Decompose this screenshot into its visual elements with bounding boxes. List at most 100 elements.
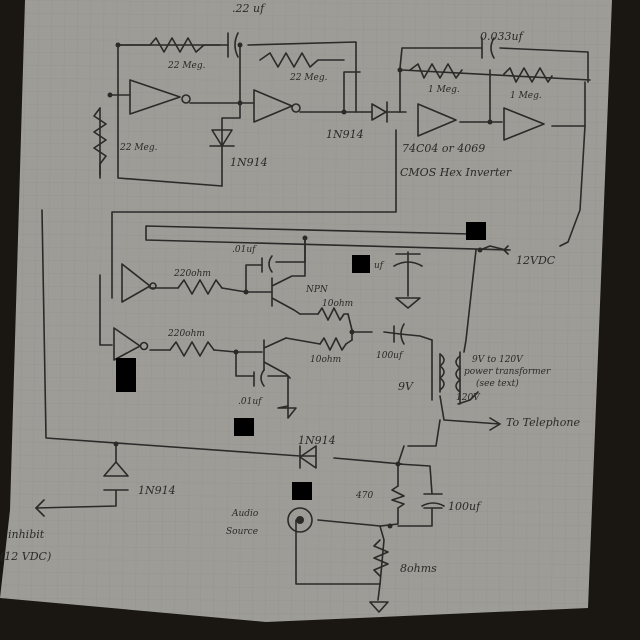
grid-line bbox=[0, 246, 612, 254]
grid-line bbox=[121, 0, 131, 622]
grid-line bbox=[147, 0, 157, 622]
label-diode-c: 1N914 bbox=[298, 434, 336, 447]
redaction-box bbox=[466, 222, 486, 240]
grid-line bbox=[0, 428, 612, 436]
grid-line bbox=[0, 363, 612, 371]
grid-line bbox=[498, 0, 508, 622]
label-supply: 12VDC bbox=[516, 254, 556, 267]
grid-line bbox=[0, 25, 612, 33]
label-cap-01-b: .01uf bbox=[238, 397, 263, 407]
grid-line bbox=[238, 0, 248, 622]
grid-line bbox=[511, 0, 521, 622]
label-inhibit-2: (12 VDC) bbox=[0, 550, 51, 563]
grid-line bbox=[0, 415, 612, 423]
grid-line bbox=[0, 155, 612, 163]
grid-line bbox=[0, 181, 612, 189]
grid-line bbox=[342, 0, 352, 622]
label-transformer-1: 9V to 120V bbox=[472, 355, 524, 365]
label-res-22meg-a: 22 Meg. bbox=[167, 61, 206, 71]
label-tap-9v: 9V bbox=[398, 380, 414, 393]
grid-line bbox=[0, 454, 612, 462]
grid-line bbox=[0, 259, 612, 267]
grid-line bbox=[0, 51, 612, 59]
grid-line bbox=[329, 0, 339, 622]
grid-line bbox=[0, 311, 612, 319]
inverter-6 bbox=[113, 327, 141, 361]
resistors bbox=[93, 37, 553, 577]
grid-line bbox=[355, 0, 365, 622]
grid-line bbox=[0, 389, 612, 397]
grid-line bbox=[420, 0, 430, 622]
grid-line bbox=[0, 90, 612, 98]
label-cap-top-right: 0.033uf bbox=[480, 30, 525, 43]
grid-line bbox=[563, 0, 573, 622]
redaction-box bbox=[234, 418, 254, 436]
diode-mid bbox=[371, 101, 388, 123]
grid-line bbox=[0, 207, 612, 215]
inverters bbox=[113, 79, 545, 361]
label-res-22meg-c: 22 Meg. bbox=[119, 143, 158, 153]
capacitors bbox=[253, 253, 445, 507]
grid-line bbox=[0, 402, 612, 410]
grid-line bbox=[316, 0, 326, 622]
grid-line bbox=[407, 0, 417, 622]
grid-line bbox=[0, 571, 612, 579]
res-22meg-top bbox=[149, 37, 221, 53]
grid-line bbox=[0, 168, 612, 176]
audio-jack bbox=[287, 507, 313, 533]
grid-line bbox=[0, 545, 612, 553]
label-tap-120v: 120V bbox=[456, 393, 481, 403]
label-cap-uf: uf bbox=[374, 261, 385, 271]
res-22meg-mid bbox=[259, 52, 345, 68]
label-res-10-a: 10ohm bbox=[322, 299, 353, 309]
grid-line bbox=[212, 0, 222, 622]
grid-line bbox=[0, 0, 612, 7]
grid-line bbox=[0, 220, 612, 228]
transformer bbox=[439, 353, 461, 393]
res-10-b bbox=[319, 337, 347, 351]
grid-line bbox=[0, 376, 612, 384]
label-res-1meg-b: 1 Meg. bbox=[510, 91, 542, 101]
label-cap-100b: 100uf bbox=[448, 500, 482, 513]
grid-line bbox=[550, 0, 560, 622]
grid-line bbox=[56, 0, 66, 622]
inverter-2 bbox=[253, 89, 293, 123]
res-10-a bbox=[317, 307, 349, 321]
inverter-5 bbox=[121, 263, 151, 303]
grid-line bbox=[0, 194, 612, 202]
grid-line bbox=[472, 0, 482, 622]
label-audio-2: Source bbox=[226, 527, 258, 537]
grid-line bbox=[43, 0, 53, 622]
redaction-box bbox=[116, 358, 136, 392]
grid-line bbox=[0, 480, 612, 488]
label-res-10-b: 10ohm bbox=[310, 355, 341, 365]
label-res-220-a: 220ohm bbox=[173, 269, 211, 279]
grid-line bbox=[576, 0, 586, 622]
grid-line bbox=[524, 0, 534, 622]
grid-line bbox=[0, 233, 612, 241]
grid-line bbox=[0, 493, 612, 501]
label-npn: NPN bbox=[305, 285, 329, 295]
grid-line bbox=[199, 0, 209, 622]
diode-top bbox=[209, 129, 235, 147]
inverter-4 bbox=[503, 107, 545, 141]
label-res-470: 470 bbox=[355, 491, 373, 501]
label-transformer-2: power transformer bbox=[464, 367, 551, 377]
grid-line bbox=[0, 337, 612, 345]
grid-line bbox=[0, 298, 612, 306]
grid-line bbox=[0, 584, 612, 592]
label-audio-1: Audio bbox=[231, 509, 259, 519]
label-transformer-3: (see text) bbox=[476, 378, 519, 389]
res-470 bbox=[391, 485, 405, 509]
grid-line bbox=[0, 285, 612, 293]
grid-line bbox=[173, 0, 183, 622]
wires bbox=[35, 32, 591, 613]
label-diode-b: 1N914 bbox=[326, 128, 364, 141]
grid-line bbox=[0, 350, 612, 358]
grid-line bbox=[30, 0, 40, 622]
grid-line bbox=[0, 624, 640, 630]
inverter-3 bbox=[417, 103, 457, 137]
grid-line bbox=[82, 0, 92, 622]
